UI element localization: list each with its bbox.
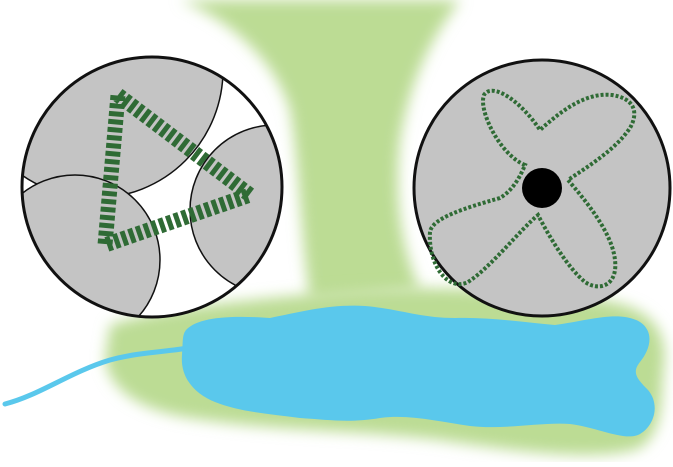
center-dot bbox=[522, 168, 562, 208]
right-pivot-panel bbox=[414, 60, 670, 316]
